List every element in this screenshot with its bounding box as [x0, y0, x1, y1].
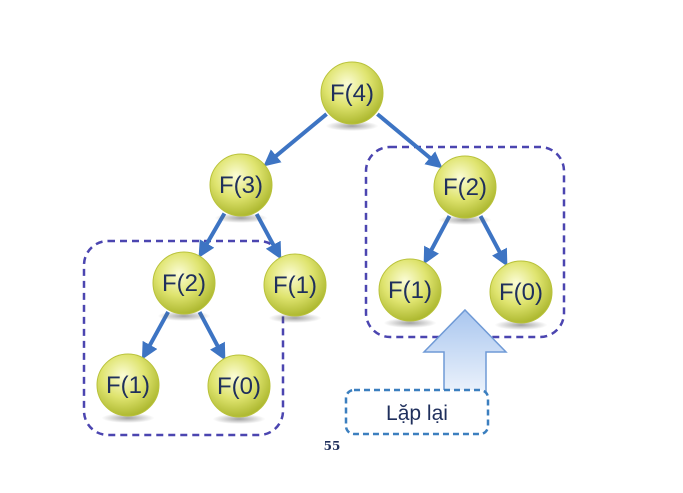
edge-arrow-f4-to-f2-right	[376, 112, 443, 169]
tree-node-f1-mid: F(1)	[263, 253, 327, 323]
node-sphere-icon	[433, 155, 497, 219]
node-shadow	[383, 318, 437, 328]
node-label: F(3)	[219, 172, 263, 199]
node-sphere-icon	[263, 253, 327, 317]
node-shadow	[101, 413, 155, 423]
edge-arrow-f2-right-to-f1-right	[423, 215, 452, 265]
repeated-subtree-group-left	[82, 239, 285, 437]
node-shadow	[212, 414, 266, 424]
edges-layer	[141, 112, 508, 361]
node-label: F(1)	[106, 372, 150, 399]
page-number: 55	[324, 439, 341, 453]
repeat-callout: Lặp lại	[344, 388, 490, 436]
node-label: F(2)	[443, 174, 487, 201]
nodes-layer: F(4) F(3) F(2) F(2) F(1) F(1) F(0) F(1) F(0)	[96, 61, 553, 424]
tree-node-f0-right: F(0)	[489, 260, 553, 330]
node-shadow	[494, 320, 548, 330]
tree-node-f1-right: F(1)	[378, 258, 442, 328]
node-label: F(0)	[499, 279, 543, 306]
tree-node-f3: F(3)	[209, 153, 273, 223]
node-shadow	[325, 121, 379, 131]
repeated-subtree-group-right	[364, 145, 566, 339]
node-shadow	[214, 213, 268, 223]
node-label: F(4)	[330, 80, 374, 107]
node-sphere-icon	[152, 251, 216, 315]
node-sphere-icon	[207, 354, 271, 418]
node-sphere-icon	[378, 258, 442, 322]
node-label: F(0)	[217, 373, 261, 400]
node-sphere-icon	[489, 260, 553, 324]
tree-node-f4: F(4)	[320, 61, 384, 131]
edge-arrow-f2-right-to-f0-right	[478, 215, 508, 267]
node-sphere-icon	[96, 353, 160, 417]
node-label: F(1)	[273, 272, 317, 299]
tree-node-f2-right: F(2)	[433, 155, 497, 225]
tree-node-f0-bottom: F(0)	[207, 354, 271, 424]
repeat-callout-box	[344, 388, 490, 436]
node-sphere-icon	[209, 153, 273, 217]
tree-node-f1-bottom: F(1)	[96, 353, 160, 423]
edge-arrow-f2-left-to-f0-bottom	[197, 311, 226, 361]
node-label: F(1)	[388, 277, 432, 304]
node-shadow	[157, 311, 211, 321]
node-shadow	[438, 215, 492, 225]
node-shadow	[268, 313, 322, 323]
node-label: F(2)	[162, 270, 206, 297]
node-sphere-icon	[320, 61, 384, 125]
tree-node-f2-left: F(2)	[152, 251, 216, 321]
edge-arrow-f4-to-f3	[263, 112, 328, 167]
repeat-callout-label: Lặp lại	[386, 402, 448, 425]
